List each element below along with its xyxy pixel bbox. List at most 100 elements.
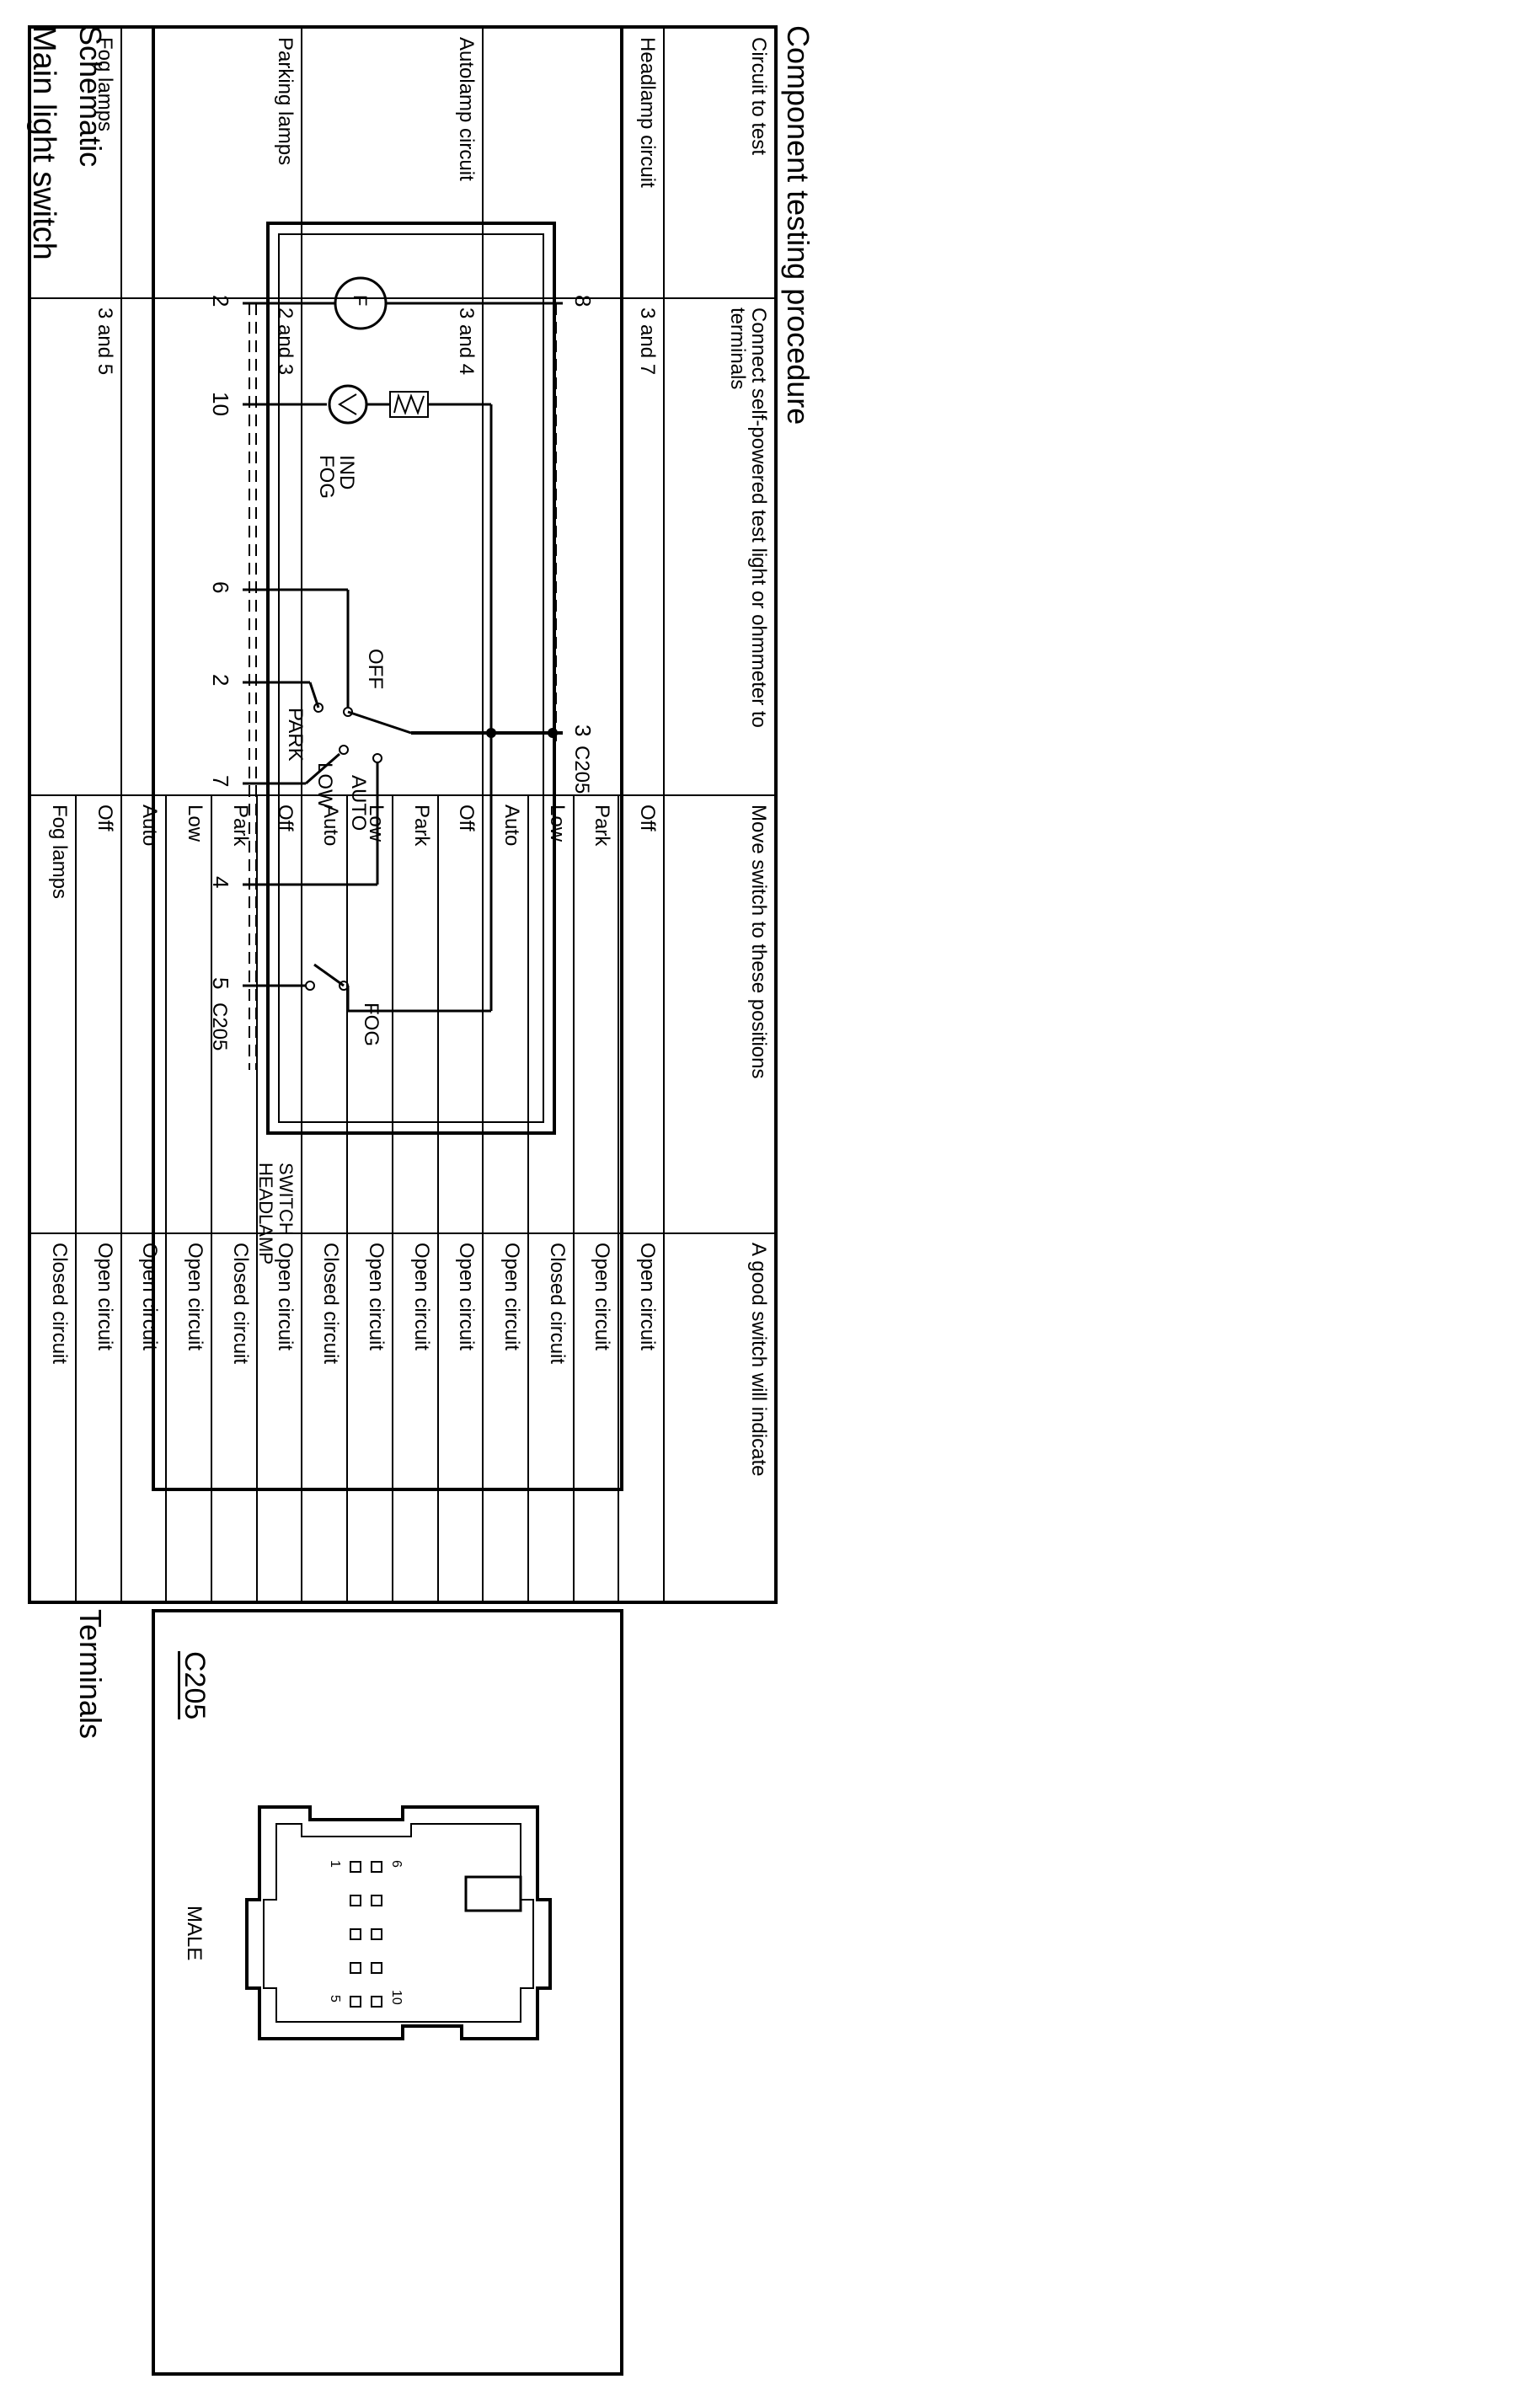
terminals-cell: 3 and 7: [483, 298, 664, 795]
result-cell: Open circuit: [483, 1233, 528, 1602]
position-cell: Off: [437, 795, 484, 1233]
pin-label-top: 7: [208, 775, 233, 787]
terminal-pin: [371, 1996, 382, 2008]
terminal-pin: [371, 1928, 382, 1940]
connector-latch: [464, 1875, 522, 1912]
connector-gender-label: MALE: [183, 1906, 206, 1960]
connector-c205-diagram: 1 6 5 10 MALE: [183, 1805, 552, 2040]
pin-label-top: 2: [208, 295, 233, 307]
result-cell: Open circuit: [76, 1233, 121, 1602]
terminal-pin: [350, 1861, 361, 1873]
table-header-row: Circuit to test Connect self-powered tes…: [664, 27, 776, 1602]
position-cell: Off: [76, 795, 121, 1233]
pin-label-top: 5: [208, 977, 233, 989]
header-terminals: Connect self-powered test light or ohmme…: [664, 298, 776, 795]
terminal-pin-label: 6: [389, 1860, 404, 1868]
switch-body-inner: [278, 233, 544, 1123]
position-cell: Low: [527, 795, 574, 1233]
headlamp-switch-label-2: SWITCH: [275, 1163, 297, 1236]
contact-off: [343, 707, 353, 717]
pin-label-top: 6: [208, 581, 233, 593]
fog-contact-a: [305, 981, 315, 991]
table-row: Autolamp circuit 3 and 4 Off Open circui…: [302, 27, 484, 1602]
terminal-pin: [350, 1996, 361, 2008]
pin-label-top: 2: [208, 674, 233, 686]
result-cell: Closed circuit: [302, 1233, 348, 1602]
connector-inner-outline: [263, 1823, 534, 2023]
table-row: Fog lamps 3 and 5 Off Open circuit: [29, 27, 121, 1602]
contact-park: [313, 703, 324, 713]
position-cell: Park: [392, 795, 438, 1233]
terminal-pin-label: 1: [328, 1860, 342, 1868]
fog-ind-label: FOG: [315, 455, 338, 499]
fog-indicator-glyph: [338, 393, 357, 415]
terminal-pin: [350, 1928, 361, 1940]
position-cell: Auto: [483, 795, 528, 1233]
wire-pin7-low: [305, 752, 340, 785]
circuit-cell: Headlamp circuit: [483, 27, 664, 298]
headlamp-switch-label: HEADLAMP: [255, 1163, 276, 1264]
result-cell: Open circuit: [437, 1233, 484, 1602]
position-cell: Low: [166, 795, 212, 1233]
position-cell: Off: [618, 795, 664, 1233]
connector-label-bottom: C205: [570, 746, 593, 794]
connector-label-top: C205: [208, 1002, 231, 1051]
circuit-cell: Fog lamps: [29, 27, 121, 298]
result-cell: Open circuit: [120, 1233, 167, 1602]
result-cell: Open circuit: [573, 1233, 619, 1602]
result-cell: Open circuit: [392, 1233, 438, 1602]
position-cell: Park: [573, 795, 619, 1233]
result-cell: Open circuit: [618, 1233, 664, 1602]
circuit-cell: Autolamp circuit: [302, 27, 484, 298]
contact-low: [339, 745, 349, 755]
terminal-pin: [371, 1962, 382, 1974]
fuse-label: F: [350, 295, 371, 306]
switch-body-outer: [266, 222, 556, 1135]
result-cell: Open circuit: [347, 1233, 393, 1602]
position-cell: Auto: [120, 795, 167, 1233]
contact-auto: [372, 753, 382, 763]
terminals-cell: 2 and 3: [120, 298, 302, 795]
position-cell: Off: [256, 795, 302, 1233]
header-positions: Move switch to these positions: [664, 795, 776, 1233]
auto-label: AUTO: [347, 775, 370, 831]
terminal-pin: [350, 1962, 361, 1974]
pin-label-top: 4: [208, 876, 233, 888]
position-cell: Auto: [302, 795, 348, 1233]
procedure-table: Circuit to test Connect self-powered tes…: [28, 25, 778, 1604]
terminals-heading: Terminals: [73, 1609, 108, 1740]
fog-switch-blade: [313, 963, 345, 987]
result-cell: Closed circuit: [211, 1233, 257, 1602]
low-label: LOW: [313, 762, 336, 809]
park-label: PARK: [284, 708, 307, 762]
terminal-pin-label: 10: [389, 1990, 404, 2005]
pin-label-bottom: 3: [570, 724, 596, 736]
pin-label-bottom: 8: [570, 295, 596, 307]
terminal-pin: [350, 1895, 361, 1906]
table-row: Parking lamps 2 and 3 Off Open circuit: [120, 27, 302, 1602]
header-result: A good switch will indicate: [664, 1233, 776, 1602]
resistor-zigzag: [393, 393, 425, 415]
position-cell: Park: [211, 795, 257, 1233]
terminal-pin: [371, 1861, 382, 1873]
terminals-cell: 3 and 5: [29, 298, 121, 795]
result-cell: Closed circuit: [527, 1233, 574, 1602]
terminals-cell: 3 and 4: [302, 298, 484, 795]
circuit-cell: Parking lamps: [120, 27, 302, 298]
header-circuit: Circuit to test: [664, 27, 776, 298]
position-cell: Low: [347, 795, 393, 1233]
terminal-pin: [371, 1895, 382, 1906]
table-row: Headlamp circuit 3 and 7 Off Open circui…: [483, 27, 664, 1602]
result-cell: Open circuit: [256, 1233, 302, 1602]
connector-outer-outline: [245, 1805, 552, 2040]
off-label: OFF: [364, 649, 387, 689]
switch-wiper: [347, 710, 412, 735]
pin-label-top: 10: [208, 392, 233, 416]
pin3-dot: [548, 728, 558, 738]
position-cell: Fog lamps: [29, 795, 77, 1233]
schematic-diagram: F 2: [208, 222, 596, 1264]
result-cell: Closed circuit: [29, 1233, 77, 1602]
terminal-pin-label: 5: [328, 1995, 342, 2002]
fog-ind-label-2: IND: [335, 455, 358, 489]
